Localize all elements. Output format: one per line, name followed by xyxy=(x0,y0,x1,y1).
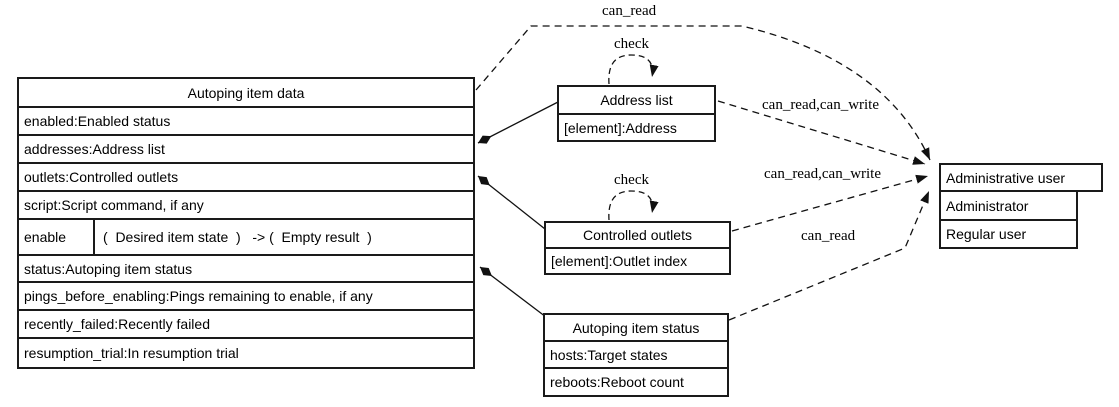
field-pings-before-enabling: pings_before_enabling:Pings remaining to… xyxy=(19,281,473,309)
address-list-box: Address list [element]:Address xyxy=(557,85,716,142)
edge-outlets-rw xyxy=(731,174,929,232)
edge-addresses-composition xyxy=(477,101,559,144)
edge-can-read-top xyxy=(475,25,931,161)
field-reboots: reboots:Reboot count xyxy=(545,367,727,395)
controlled-outlets-box: Controlled outlets [element]:Outlet inde… xyxy=(544,221,731,275)
field-recently-failed: recently_failed:Recently failed xyxy=(19,309,473,337)
method-enable-row: enable ( Desired item state ) -> ( Empty… xyxy=(19,218,473,254)
field-resumption-trial: resumption_trial:In resumption trial xyxy=(19,337,473,367)
label-rw-outlets: can_read,can_write xyxy=(764,166,882,182)
edge-check-outlets-loop xyxy=(608,190,659,221)
label-check-outlets: check xyxy=(614,172,649,188)
autoping-item-data-title: Autoping item data xyxy=(19,79,473,106)
controlled-outlets-title: Controlled outlets xyxy=(546,223,729,247)
field-regular-user: Regular user xyxy=(941,219,1076,247)
method-enable-signature: ( Desired item state ) -> ( Empty result… xyxy=(103,229,372,245)
field-element-outlet-index: [element]:Outlet index xyxy=(546,247,729,273)
edge-status-can-read xyxy=(728,190,930,321)
label-check-address: check xyxy=(614,36,649,52)
edge-status-composition xyxy=(479,266,547,318)
label-can-read-status: can_read xyxy=(801,228,856,244)
administrative-user-body: Administrator Regular user xyxy=(939,190,1078,249)
address-list-title: Address list xyxy=(559,87,714,113)
edge-outlets-composition xyxy=(477,175,546,230)
edge-check-address-loop xyxy=(608,54,659,85)
label-rw-address: can_read,can_write xyxy=(762,97,880,113)
field-outlets: outlets:Controlled outlets xyxy=(19,162,473,190)
field-addresses: addresses:Address list xyxy=(19,134,473,162)
edge-address-rw xyxy=(717,100,926,165)
method-enable-name: enable xyxy=(19,220,95,254)
field-element-address: [element]:Address xyxy=(559,113,714,140)
field-script: script:Script command, if any xyxy=(19,190,473,218)
field-hosts: hosts:Target states xyxy=(545,340,727,367)
autoping-item-status-title: Autoping item status xyxy=(545,315,727,340)
label-can-read-top: can_read xyxy=(602,3,657,19)
autoping-item-data-box: Autoping item data enabled:Enabled statu… xyxy=(17,77,475,369)
field-status: status:Autoping item status xyxy=(19,254,473,281)
autoping-item-status-box: Autoping item status hosts:Target states… xyxy=(543,313,729,397)
administrative-user-header: Administrative user xyxy=(939,163,1103,192)
administrative-user-title: Administrative user xyxy=(941,165,1101,190)
field-enabled: enabled:Enabled status xyxy=(19,106,473,134)
field-administrator: Administrator xyxy=(941,192,1076,219)
